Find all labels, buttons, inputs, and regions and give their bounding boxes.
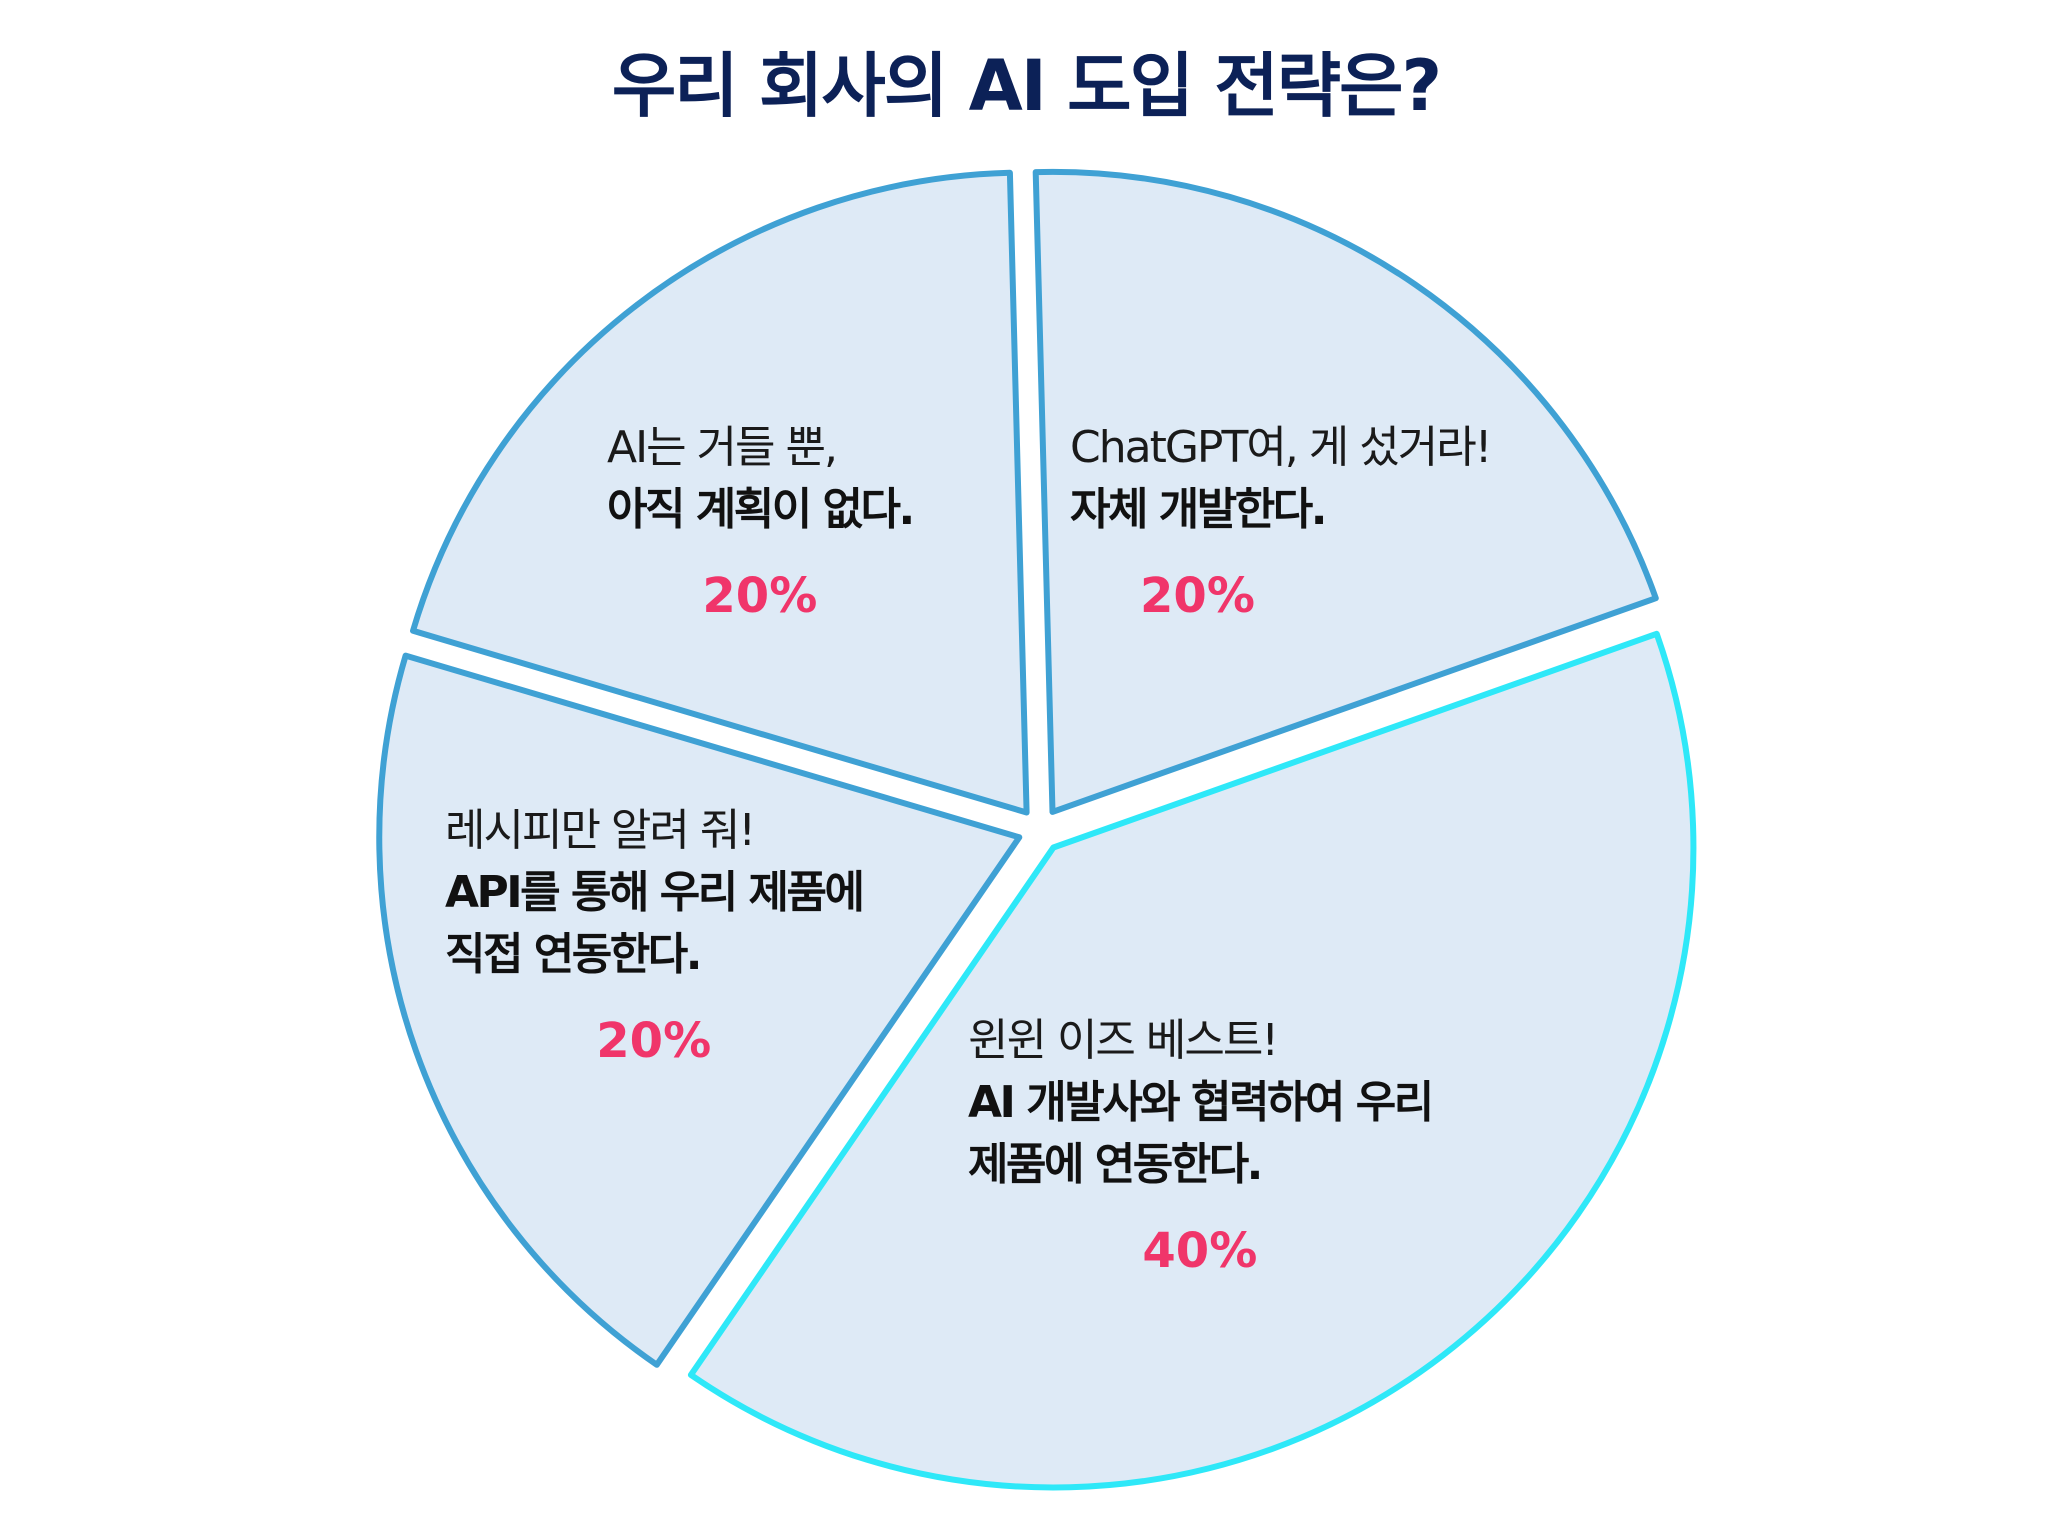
slice-percent-no-plan: 20% <box>702 568 817 624</box>
slice-label-api: 직접 연동한다. <box>445 929 700 980</box>
slice-label-api: API를 통해 우리 제품에 <box>445 867 862 918</box>
pie-slice-in-house <box>1032 168 1659 815</box>
slice-label-no-plan: AI는 거들 뿐, <box>607 422 836 473</box>
pie-slice-no-plan <box>410 169 1030 816</box>
slice-label-partner: 윈윈 이즈 베스트! <box>968 1015 1277 1066</box>
slice-label-no-plan: 아직 계획이 없다. <box>607 484 913 535</box>
pie-slice-partner <box>687 630 1697 1491</box>
slice-label-api: 레시피만 알려 줘! <box>445 805 754 856</box>
slice-label-partner: 제품에 연동한다. <box>968 1139 1261 1190</box>
slice-percent-in-house: 20% <box>1140 568 1255 624</box>
slice-label-in-house: ChatGPT여, 게 섰거라! <box>1070 422 1490 473</box>
slice-label-partner: AI 개발사와 협력하여 우리 <box>968 1077 1432 1128</box>
slice-percent-api: 20% <box>596 1013 711 1069</box>
chart-title: 우리 회사의 AI 도입 전략은? <box>611 45 1442 127</box>
slice-percent-partner: 40% <box>1142 1223 1257 1279</box>
slice-label-in-house: 자체 개발한다. <box>1070 484 1325 535</box>
pie-slice-api <box>376 652 1023 1368</box>
